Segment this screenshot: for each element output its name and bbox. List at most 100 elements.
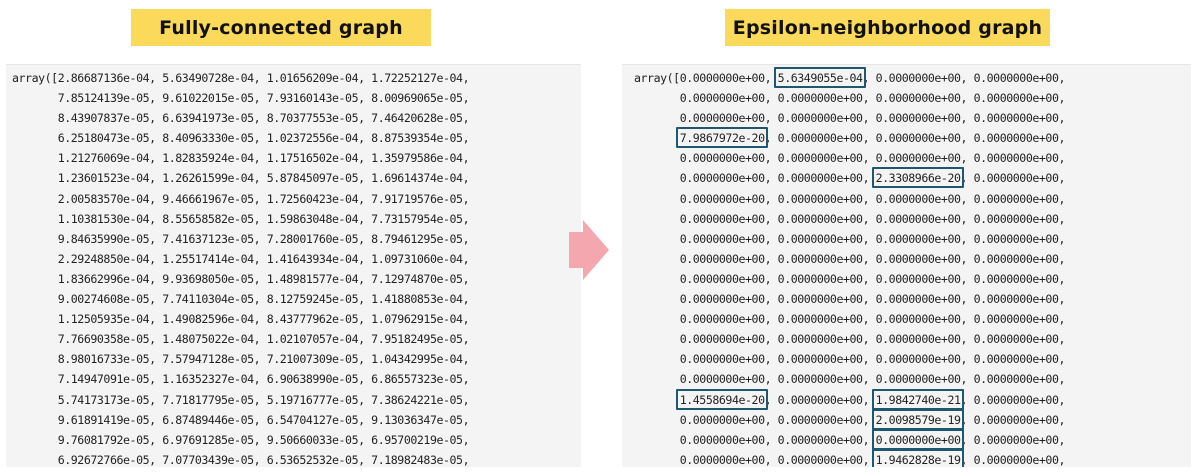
array-indent: [634, 192, 680, 206]
separator: ,: [462, 91, 476, 106]
array-cell: 9.00274608e-05: [57, 292, 150, 307]
right-arrow-icon: [569, 220, 609, 280]
array-cell: 6.90638990e-05: [266, 372, 359, 387]
array-cell: 6.25180473e-05: [57, 131, 150, 146]
array-indent: [634, 413, 680, 427]
separator: ,: [764, 231, 778, 246]
array-indent: [634, 252, 680, 266]
array-cell: 1.07962915e-04: [371, 312, 463, 327]
array-cell: 0.0000000e+00: [875, 191, 961, 206]
separator: ,: [149, 171, 163, 186]
separator: ,: [764, 251, 778, 266]
separator: ,: [862, 412, 876, 427]
array-row: 1.10381530e-04, 8.55658582e-05, 1.598630…: [12, 209, 476, 229]
array-cell: 0.0000000e+00: [679, 452, 765, 467]
array-cell: 1.10381530e-04: [57, 211, 150, 226]
array-cell: 1.35979586e-04: [371, 151, 463, 166]
separator: ,: [764, 312, 778, 327]
separator: ,: [149, 271, 163, 286]
array-indent: [12, 393, 58, 407]
array-cell: 0.0000000e+00: [973, 151, 1059, 166]
separator: ,: [253, 292, 267, 307]
separator: ,: [462, 191, 476, 206]
array-cell: 7.21007309e-05: [266, 352, 359, 367]
separator: ,: [253, 111, 267, 126]
array-cell: 0.0000000e+00: [679, 312, 765, 327]
separator: ,: [764, 131, 778, 146]
array-cell: 0.0000000e+00: [777, 231, 863, 246]
separator: ,: [149, 231, 163, 246]
array-row: 1.21276069e-04, 1.82835924e-04, 1.175165…: [12, 148, 476, 168]
array-cell: 9.61022015e-05: [162, 91, 254, 106]
array-cell: 7.57947128e-05: [162, 352, 254, 367]
array-cell: 0.0000000e+00: [679, 432, 765, 447]
array-cell: 1.26261599e-04: [162, 171, 254, 186]
array-cell: 0.0000000e+00: [679, 71, 765, 85]
separator: ,: [149, 392, 163, 407]
separator: ,: [462, 111, 476, 126]
array-row: 6.92672766e-05, 7.07703439e-05, 6.536525…: [12, 450, 476, 467]
array-indent: [12, 453, 58, 467]
array-cell: 6.95700219e-05: [371, 432, 463, 447]
array-cell: 0.0000000e+00: [679, 91, 765, 106]
array-row: 0.0000000e+00, 0.0000000e+00, 0.0000000e…: [634, 108, 1072, 128]
separator: ,: [253, 332, 267, 347]
separator: ,: [1058, 91, 1072, 106]
array-cell: 9.46661967e-05: [162, 191, 254, 206]
separator: ,: [149, 71, 163, 85]
separator: ,: [764, 412, 778, 427]
array-cell: 0.0000000e+00: [679, 191, 765, 206]
array-cell: 1.59863048e-04: [266, 211, 359, 226]
separator: ,: [149, 292, 163, 307]
array-indent: [12, 372, 58, 386]
separator: ,: [253, 211, 267, 226]
separator: ,: [1058, 231, 1072, 246]
separator: ,: [358, 372, 372, 387]
array-cell: 0.0000000e+00: [973, 131, 1059, 146]
array-cell: 8.98016733e-05: [57, 352, 150, 367]
array-cell: 0.0000000e+00: [777, 292, 863, 307]
array-cell: 0.0000000e+00: [973, 251, 1059, 266]
separator: ,: [358, 131, 372, 146]
array-cell: 8.43777962e-05: [266, 312, 359, 327]
separator: ,: [862, 292, 876, 307]
array-cell: 2.86687136e-04: [57, 71, 150, 85]
separator: ,: [960, 251, 974, 266]
separator: ,: [253, 372, 267, 387]
separator: ,: [764, 191, 778, 206]
separator: ,: [462, 251, 476, 266]
array-indent: [634, 312, 680, 326]
array-cell: 6.87489446e-05: [162, 412, 254, 427]
array-cell: 1.41643934e-04: [266, 251, 359, 266]
array-indent: [12, 212, 58, 226]
separator: ,: [358, 231, 372, 246]
array-cell: 0.0000000e+00: [875, 312, 961, 327]
array-indent: [12, 192, 58, 206]
separator: ,: [764, 372, 778, 387]
separator: ,: [358, 292, 372, 307]
array-cell: 0.0000000e+00: [679, 292, 765, 307]
separator: ,: [253, 131, 267, 146]
separator: ,: [764, 392, 778, 407]
separator: ,: [960, 452, 974, 467]
array-cell: 5.19716777e-05: [266, 392, 359, 407]
array-cell: 0.0000000e+00: [777, 91, 863, 106]
separator: ,: [1058, 71, 1072, 85]
epsilon-neighborhood-title: Epsilon-neighborhood graph: [725, 9, 1050, 46]
array-row: 0.0000000e+00, 0.0000000e+00, 0.0000000e…: [634, 189, 1072, 209]
array-cell: 7.74110304e-05: [162, 292, 254, 307]
array-cell: 8.40963330e-05: [162, 131, 254, 146]
array-cell: 1.82835924e-04: [162, 151, 254, 166]
array-cell: 0.0000000e+00: [777, 392, 863, 407]
separator: ,: [462, 151, 476, 166]
separator: ,: [862, 211, 876, 226]
array-indent: [12, 332, 58, 346]
separator: ,: [960, 312, 974, 327]
array-cell: 1.72252127e-04: [371, 71, 463, 85]
separator: ,: [1058, 392, 1072, 407]
separator: ,: [862, 91, 876, 106]
array-cell: 0.0000000e+00: [973, 91, 1059, 106]
right-arrow-shape: [569, 220, 609, 280]
array-cell: 9.13036347e-05: [371, 412, 463, 427]
array-cell: 7.95182495e-05: [371, 332, 463, 347]
